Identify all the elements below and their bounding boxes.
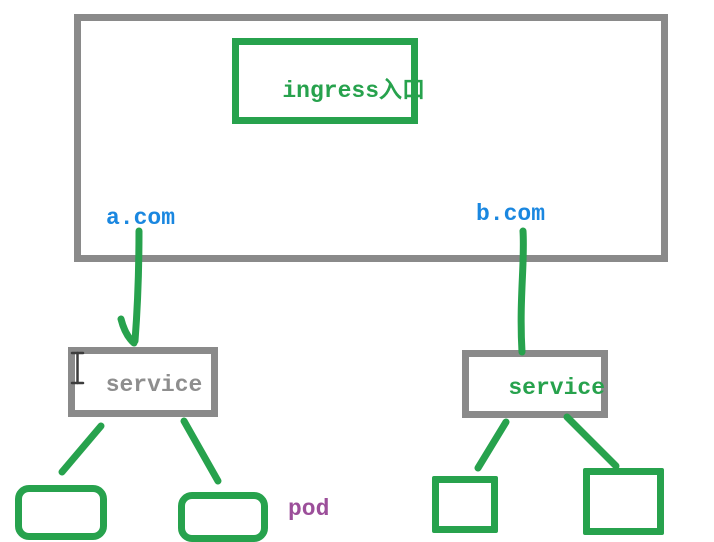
service-a-node: service <box>68 347 218 417</box>
host-b-label: b.com <box>476 201 546 227</box>
service-b-node: service <box>462 350 608 418</box>
cluster-boundary-rect <box>74 14 668 262</box>
pod-b2-node <box>583 468 664 535</box>
service-b-label: service <box>508 375 605 401</box>
line-service-b-to-pod-b2 <box>563 413 620 470</box>
line-service-a-to-pod-a1 <box>58 422 105 476</box>
line-service-a-to-pod-a2 <box>180 417 222 485</box>
host-a-label: a.com <box>106 205 176 231</box>
ingress-node: ingress入口 <box>232 38 425 124</box>
pod-b1-node <box>432 476 498 533</box>
pod-a2-node <box>178 492 268 542</box>
ingress-label: ingress入口 <box>282 78 425 104</box>
arrow-a-com-arrowhead <box>117 315 138 347</box>
service-a-label: service <box>105 372 203 398</box>
pod-a1-node <box>15 485 107 540</box>
pod-caption: pod <box>288 496 330 522</box>
line-service-b-to-pod-b1 <box>474 418 510 472</box>
